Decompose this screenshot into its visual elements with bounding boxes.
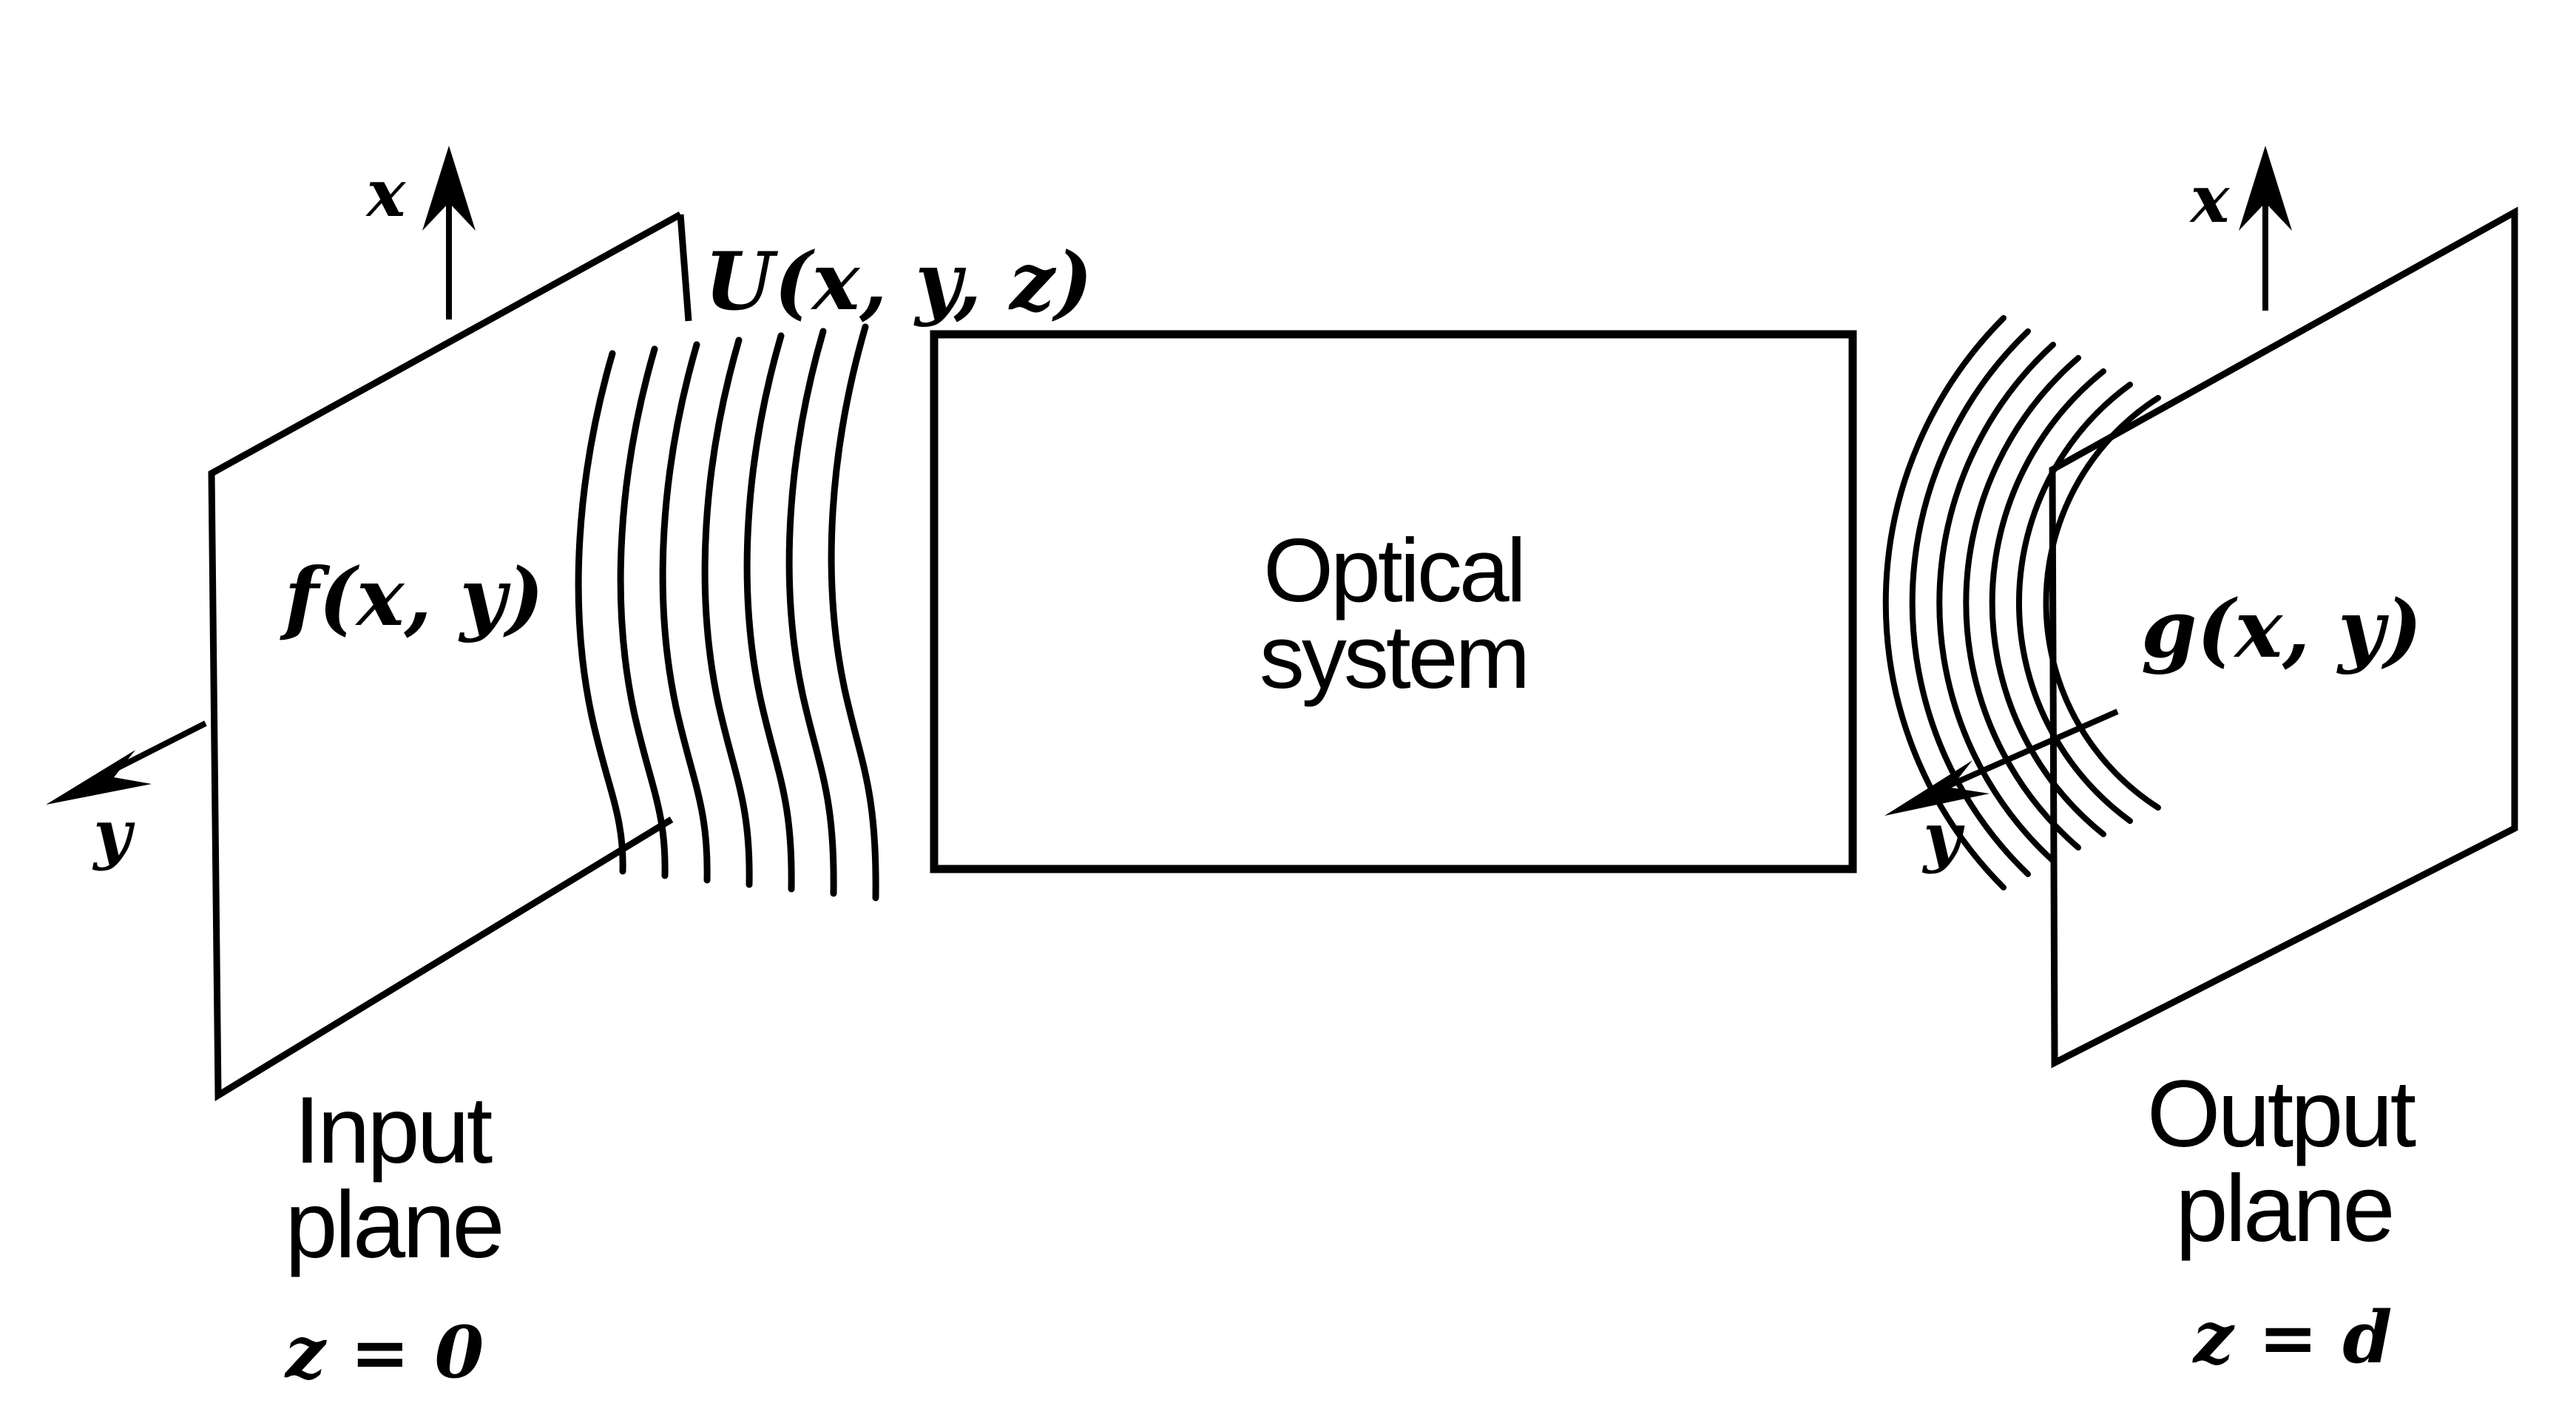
- wavefront-arc: [1989, 368, 2106, 837]
- optical-system-box: [930, 330, 1857, 873]
- input-x-axis-label: x: [365, 155, 407, 231]
- output-plane-position-label: z = d: [2192, 1296, 2393, 1379]
- wavefront-curve: [743, 332, 795, 893]
- input-plane-position-label: z = 0: [284, 1311, 484, 1394]
- input-plane-caption-line2: plane: [285, 1172, 501, 1278]
- output-plane-outline: [2049, 206, 2518, 1069]
- optical-system-label-line1: Optical: [1263, 520, 1524, 621]
- input-plane: x y f(x, y) Input plane z = 0: [46, 146, 692, 1394]
- output-y-axis-label: y: [1921, 798, 1965, 875]
- wavefront-curve: [828, 323, 879, 902]
- input-y-axis-arrowhead-icon: [46, 750, 152, 805]
- diverging-wavefronts: [575, 323, 879, 902]
- input-y-axis-label: y: [92, 795, 135, 872]
- wavefront-curve: [785, 328, 837, 897]
- wavefront-arc: [2015, 382, 2133, 824]
- wavefront-arc: [1936, 342, 2056, 864]
- output-x-axis-arrowhead-icon: [2239, 146, 2292, 231]
- wavefront-curve: [701, 337, 753, 888]
- input-plane-function-label: f(x, y): [280, 551, 544, 644]
- output-plane-caption-line1: Output: [2147, 1061, 2416, 1167]
- input-plane-outline: [208, 212, 683, 1101]
- wavefront-curve: [617, 345, 669, 879]
- output-y-axis-line: [1933, 709, 2119, 795]
- input-x-axis-arrowhead-icon: [422, 146, 476, 231]
- output-x-axis-label: x: [2189, 160, 2231, 237]
- wavefront-curve: [659, 341, 711, 884]
- wavefront-arc: [1963, 355, 2081, 851]
- converging-wavefronts: [1882, 315, 2161, 890]
- output-plane-function-label: g(x, y): [2141, 583, 2422, 676]
- input-plane-right-edge-stub: [677, 214, 692, 322]
- wavefront-curve: [575, 350, 626, 875]
- output-y-axis-arrowhead-icon: [1884, 760, 1990, 816]
- output-plane: x y g(x, y) Output plane z = d: [1884, 146, 2518, 1379]
- output-plane-caption-line2: plane: [2175, 1156, 2392, 1262]
- wavefront-arc: [1882, 315, 2007, 890]
- optical-system: Optical system: [930, 330, 1857, 873]
- wavefront-arc: [2043, 395, 2161, 811]
- wavefront-arc: [1909, 328, 2031, 877]
- input-plane-caption-line1: Input: [294, 1078, 493, 1183]
- optical-system-label-line2: system: [1260, 606, 1527, 707]
- propagating-wave-label: U(x, y, z): [705, 235, 1093, 328]
